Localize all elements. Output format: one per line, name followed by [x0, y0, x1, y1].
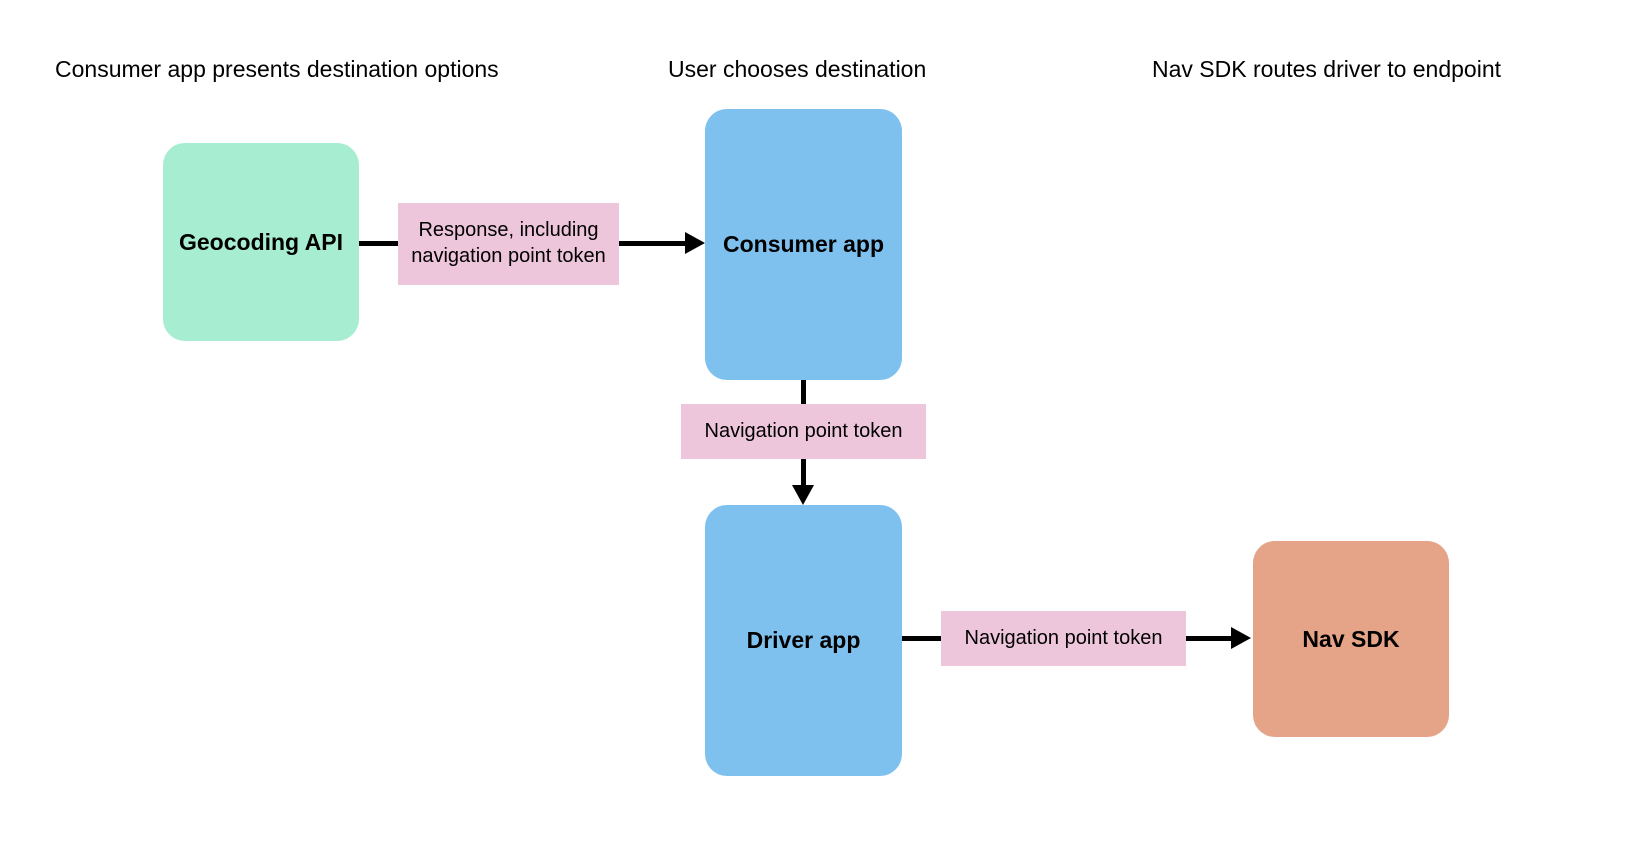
node-geocoding-api[interactable]: Geocoding API	[163, 143, 359, 341]
node-driver-app[interactable]: Driver app	[705, 505, 902, 776]
edge-label-response-including-navigation-point-token: Response, including navigation point tok…	[398, 203, 619, 285]
arrowhead-consumer-to-driver	[792, 485, 814, 505]
edge-label-navigation-point-token-consumer-driver-text: Navigation point token	[704, 419, 903, 442]
edge-label-navigation-point-token-driver-navsdk-text: Navigation point token	[964, 626, 1163, 649]
node-nav-sdk-label: Nav SDK	[1302, 625, 1400, 652]
node-nav-sdk[interactable]: Nav SDK	[1253, 541, 1449, 737]
edge-label-navigation-point-token-consumer-driver: Navigation point token	[681, 404, 926, 459]
column-header-user-chooses-destination: User chooses destination	[668, 56, 927, 82]
node-geocoding-api-label: Geocoding API	[179, 228, 343, 255]
node-consumer-app-label: Consumer app	[722, 231, 885, 258]
node-driver-app-label: Driver app	[746, 627, 861, 654]
arrowhead-driver-to-navsdk	[1231, 627, 1251, 649]
column-header-nav-sdk-routes-driver-to-endpoint: Nav SDK routes driver to endpoint	[1152, 56, 1502, 82]
edge-label-response-including-navigation-point-token-text: Response, including navigation point tok…	[411, 219, 606, 267]
edge-label-navigation-point-token-driver-navsdk: Navigation point token	[941, 611, 1186, 666]
node-consumer-app[interactable]: Consumer app	[705, 109, 902, 380]
arrowhead-geocoding-to-consumer	[685, 232, 705, 254]
column-header-consumer-app-presents-destination-options: Consumer app presents destination option…	[55, 56, 499, 82]
